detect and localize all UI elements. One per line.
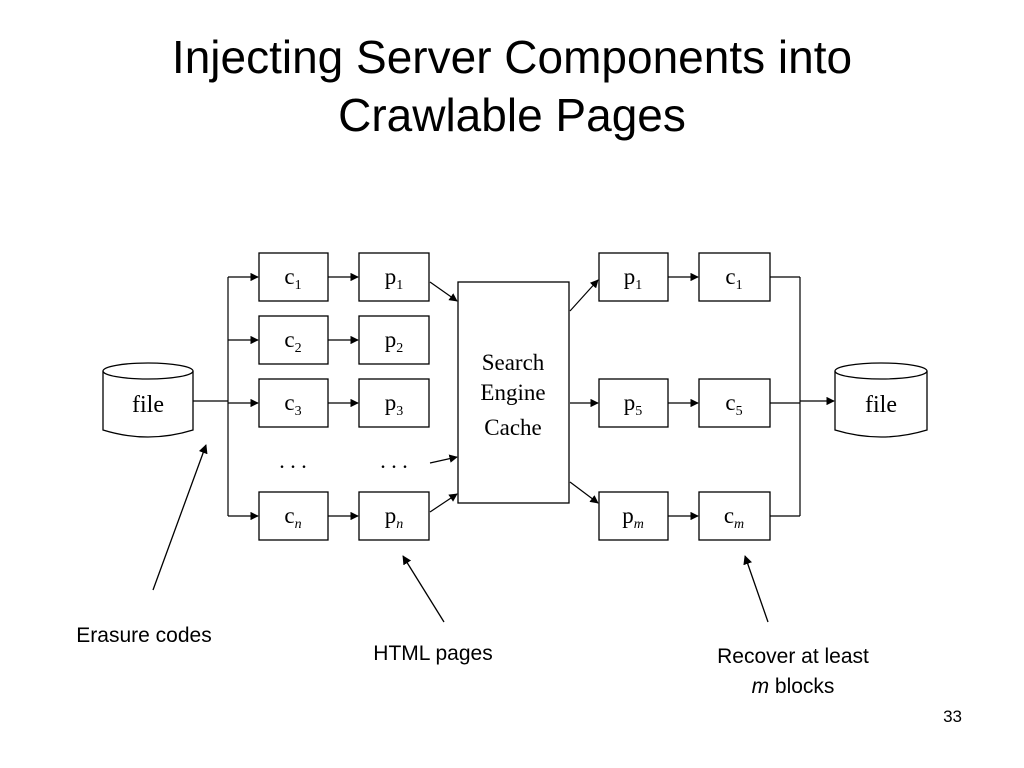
left-page-boxes: [358, 252, 430, 541]
code-label-right-cm: cm: [724, 503, 744, 532]
code-box-c3: [258, 378, 329, 428]
left-code-boxes: [258, 252, 329, 541]
page-box-pn: [358, 491, 430, 541]
recover-pointer-arrow: [743, 555, 769, 623]
left-pages-ellipsis: . . .: [380, 448, 408, 473]
right-code-boxes: [698, 252, 771, 541]
code-label-right-c1: c1: [725, 264, 742, 293]
page-box-p3: [358, 378, 430, 428]
left-file-label: file: [132, 392, 164, 418]
left-fanout-connectors: [193, 272, 259, 521]
page-label-p1: p1: [385, 264, 404, 293]
page-to-code-arrows: [668, 272, 699, 521]
code-label-c3: c3: [284, 390, 301, 419]
recover-caption-blocks: blocks: [769, 675, 835, 698]
code-label-c1: c1: [284, 264, 301, 293]
page-box-p2: [358, 315, 430, 365]
left-codes-ellipsis: . . .: [279, 448, 307, 473]
recover-caption-line-2: m blocks: [680, 672, 906, 702]
title-line-2: Crawlable Pages: [338, 89, 686, 141]
right-page-boxes: [598, 252, 669, 541]
code-label-c2: c2: [284, 327, 301, 356]
page-box-right-p5: [598, 378, 669, 428]
cache-label-line-2: Engine: [480, 380, 545, 405]
code-box-c1: [258, 252, 329, 302]
page-label-p3: p3: [385, 390, 404, 419]
left-file-database-icon: file: [102, 362, 194, 438]
recover-caption-m: m: [751, 675, 770, 698]
page-number: 33: [943, 707, 962, 726]
page-label-p2: p2: [385, 327, 404, 356]
cache-label-line-1: Search: [482, 350, 545, 375]
code-label-right-c5: c5: [725, 390, 742, 419]
cache-to-pages-arrows: [569, 279, 599, 504]
annotation-pointer-arrows: [152, 444, 769, 623]
code-box-right-cm: [698, 491, 771, 541]
code-box-c2: [258, 315, 329, 365]
pages-to-cache-arrows: [429, 281, 458, 513]
cache-label-line-3: Cache: [484, 415, 541, 440]
title-line-1: Injecting Server Components into: [171, 31, 853, 83]
page-box-p1: [358, 252, 430, 302]
right-file-label: file: [865, 392, 897, 418]
slide-title: Injecting Server Components into Crawlab…: [0, 28, 1024, 144]
recover-caption-line-1: Recover at least: [717, 645, 869, 668]
right-file-database-icon: file: [834, 362, 928, 438]
code-label-cn: cn: [284, 503, 301, 532]
html-pages-caption: HTML pages: [373, 642, 493, 665]
right-fanin-connectors: [770, 276, 835, 517]
code-box-right-c1: [698, 252, 771, 302]
code-box-right-c5: [698, 378, 771, 428]
erasure-pointer-arrow: [152, 444, 208, 591]
page-label-right-p1: p1: [624, 264, 643, 293]
code-box-cn: [258, 491, 329, 541]
recover-caption: Recover at least m blocks: [680, 642, 906, 702]
code-to-page-arrows: [328, 272, 359, 521]
page-label-pn: pn: [385, 503, 404, 532]
page-label-right-p5: p5: [624, 390, 643, 419]
search-engine-cache-box: Search Engine Cache: [457, 281, 570, 504]
page-box-right-pm: [598, 491, 669, 541]
erasure-codes-caption: Erasure codes: [76, 624, 212, 647]
html-pointer-arrow: [402, 555, 445, 623]
page-label-right-pm: pm: [622, 503, 644, 532]
